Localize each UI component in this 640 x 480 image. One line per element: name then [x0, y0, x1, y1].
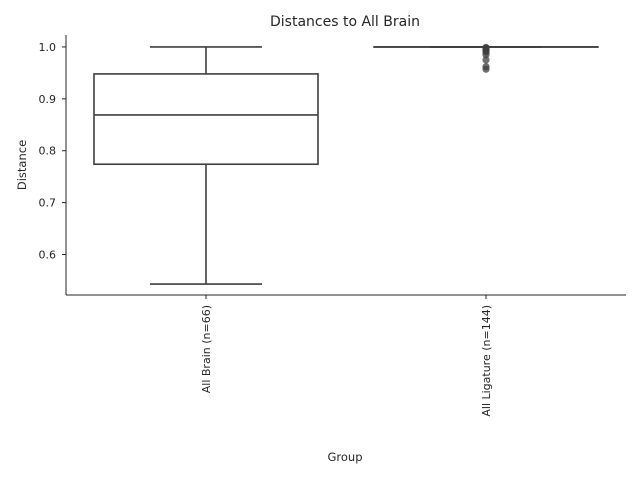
x-tick-label: All Brain (n=66) — [200, 305, 213, 393]
box-group — [93, 43, 599, 285]
y-tick-label: 0.9 — [39, 93, 57, 106]
y-tick-label: 0.8 — [39, 145, 57, 158]
y-tick-group: 0.6 0.7 0.8 0.9 1.0 — [39, 41, 66, 262]
y-axis-label: Distance — [15, 140, 29, 190]
axes — [65, 35, 626, 296]
box-0 — [93, 46, 319, 285]
x-axis-label: Group — [327, 450, 362, 464]
outlier-point — [482, 51, 490, 59]
outlier-point — [482, 56, 490, 64]
chart-title: Distances to All Brain — [270, 14, 420, 30]
y-tick-label: 0.7 — [39, 197, 57, 210]
y-tick-label: 1.0 — [39, 41, 57, 54]
outlier-point — [482, 65, 490, 73]
box-body — [93, 73, 319, 166]
x-tick-label: All Ligature (n=144) — [480, 305, 493, 417]
x-tick-group: All Brain (n=66) All Ligature (n=144) — [200, 295, 493, 417]
box-1 — [373, 43, 599, 73]
y-tick-label: 0.6 — [39, 249, 57, 262]
